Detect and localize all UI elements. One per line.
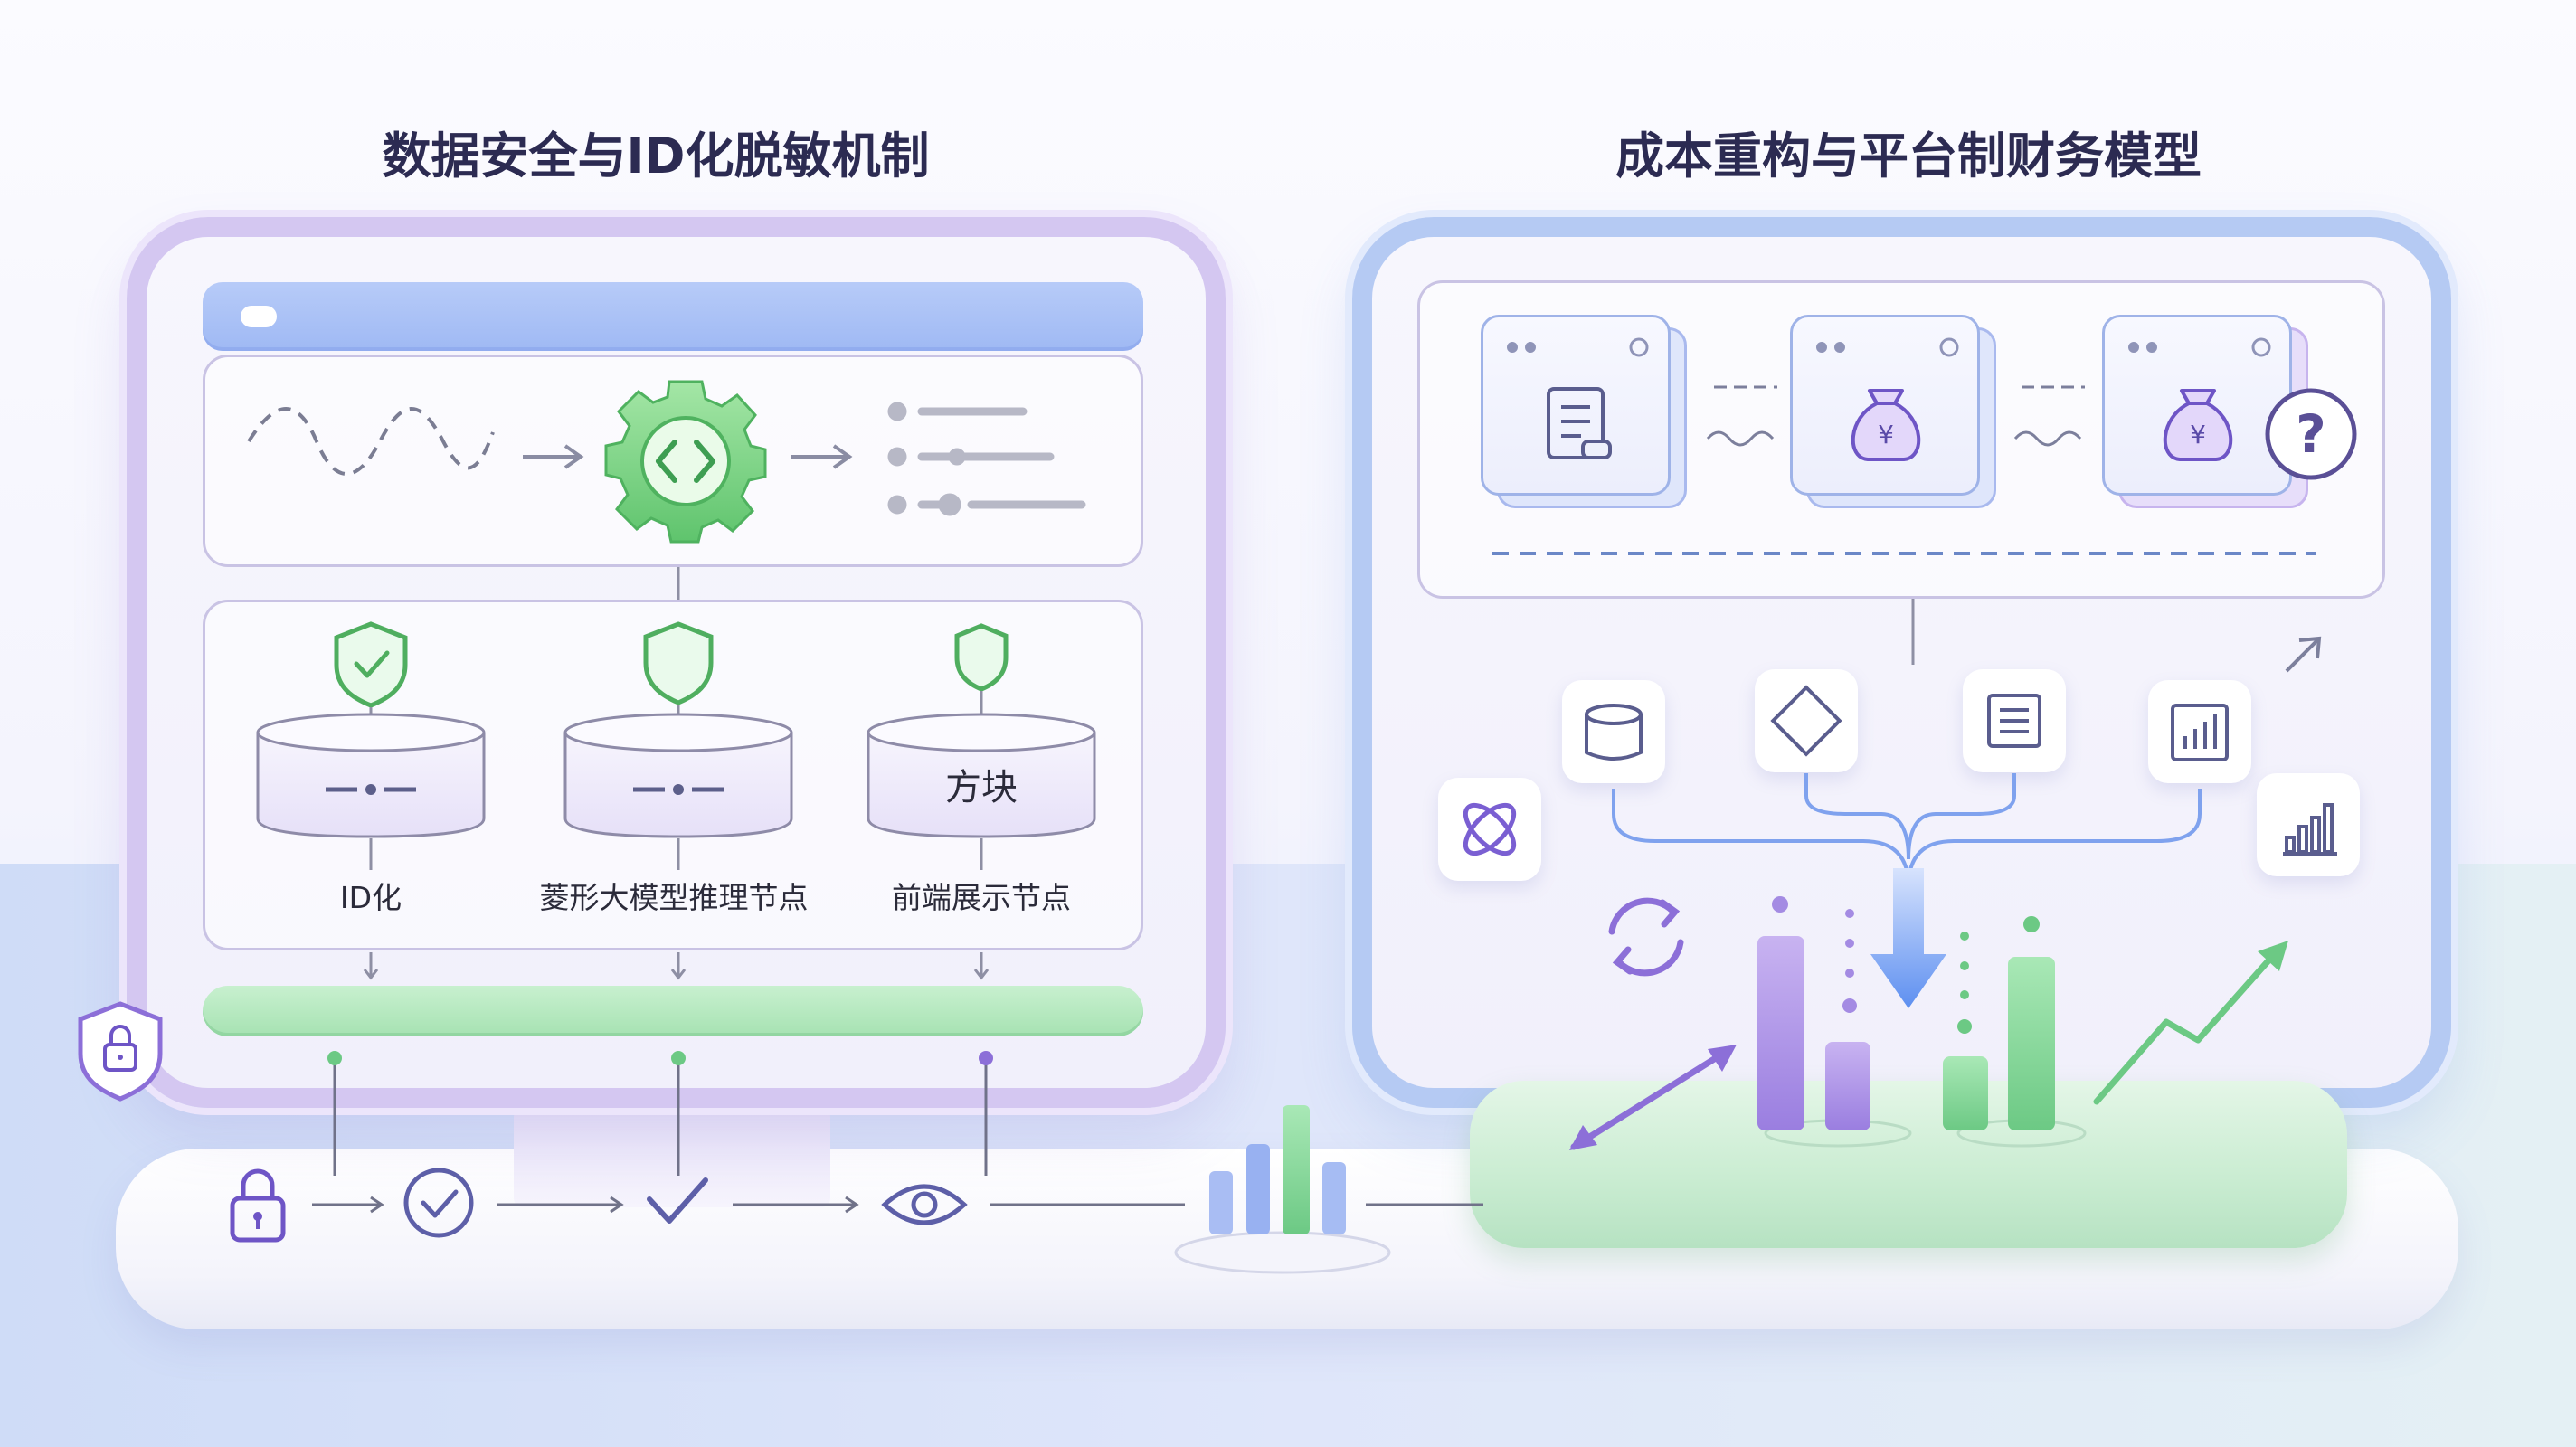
title-data-security: 数据安全与ID化脱敏机制 xyxy=(382,128,930,184)
connector-lines xyxy=(333,1058,988,1176)
floating-dots xyxy=(1772,896,2040,1034)
checkmark-icon xyxy=(647,1177,708,1224)
lock-shield-icon xyxy=(78,1001,163,1102)
check-circle-icon xyxy=(403,1168,474,1238)
chart-bar-green-short xyxy=(1943,1056,1988,1130)
money-bag-icon: ¥ xyxy=(2163,389,2233,461)
diamond-icon xyxy=(1770,685,1842,757)
arrow-icon xyxy=(523,444,853,469)
cylinder-node-1 xyxy=(256,713,486,838)
arrow-icon xyxy=(363,952,990,980)
shield-icon xyxy=(954,623,1009,692)
growth-arrow-purple-icon xyxy=(1569,1045,1737,1150)
window-control xyxy=(241,306,277,327)
cylinder-text-3: 方块 xyxy=(945,767,1018,809)
code-gear-icon xyxy=(604,380,767,544)
down-arrow-icon xyxy=(1870,868,1946,1008)
trend-arrow-icon xyxy=(2285,636,2322,673)
connector-lines xyxy=(369,838,983,870)
link-squiggles xyxy=(1706,385,2085,447)
growth-arrow-green-icon xyxy=(2093,941,2288,1105)
money-bag-icon: ¥ xyxy=(1851,389,1921,461)
chart-bar-purple-tall xyxy=(1757,936,1804,1130)
node-dot xyxy=(979,1051,993,1065)
bar-chart-icon xyxy=(2171,704,2229,761)
list-icon xyxy=(887,402,1086,516)
green-chart-platform xyxy=(1470,1081,2347,1248)
tile-atom xyxy=(1438,778,1541,881)
lock-icon xyxy=(230,1168,286,1243)
svg-text:¥: ¥ xyxy=(2190,420,2206,449)
document-icon xyxy=(1547,387,1612,459)
eye-icon xyxy=(881,1184,968,1225)
cylinder-node-2 xyxy=(564,713,793,838)
refresh-icon xyxy=(1608,897,1684,977)
converging-lines xyxy=(1612,773,2202,887)
tile-database xyxy=(1562,680,1665,783)
svg-text:¥: ¥ xyxy=(1878,420,1894,449)
list-doc-icon xyxy=(1987,694,2041,748)
question-icon: ? xyxy=(2265,388,2357,480)
window-title-bar xyxy=(203,282,1143,351)
database-icon xyxy=(1585,704,1643,761)
shield-check-icon xyxy=(334,621,408,708)
arrow-icon xyxy=(312,1196,1483,1214)
node-dot xyxy=(671,1051,686,1065)
progress-bar-green xyxy=(203,986,1143,1036)
node-dot xyxy=(327,1051,342,1065)
tile-bar-chart xyxy=(2148,680,2251,783)
node-label-inference: 菱形大模型推理节点 xyxy=(539,880,809,915)
bar-chart-icon xyxy=(1174,1105,1391,1274)
atom-icon xyxy=(1463,802,1517,856)
title-cost-model: 成本重构与平台制财务模型 xyxy=(1615,128,2202,184)
window-dots xyxy=(1507,337,2271,357)
chart-bar-green-tall xyxy=(2008,957,2055,1130)
monitor-stand xyxy=(514,1108,830,1207)
shield-icon xyxy=(643,621,714,705)
node-label-id: ID化 xyxy=(339,880,402,915)
svg-text:?: ? xyxy=(2296,403,2326,465)
bar-chart-icon xyxy=(2283,803,2337,856)
node-label-frontend: 前端展示节点 xyxy=(892,880,1071,915)
chart-bar-purple-short xyxy=(1825,1042,1870,1130)
cylinder-node-3 xyxy=(867,713,1096,838)
wave-icon xyxy=(247,407,495,476)
